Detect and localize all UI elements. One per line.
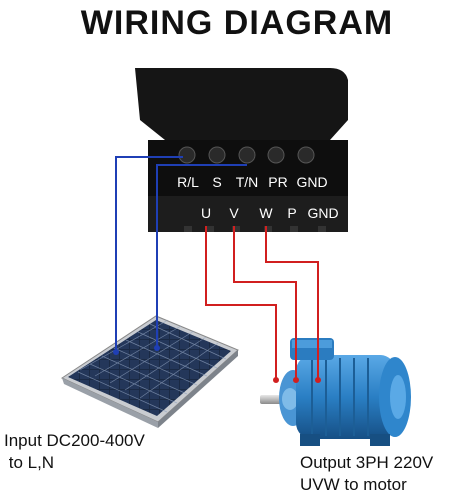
input-note: Input DC200-400V to L,N: [4, 430, 145, 474]
terminal-label-w: W: [259, 205, 273, 221]
output-wires: [205, 226, 319, 380]
output-note: Output 3PH 220V UVW to motor: [300, 452, 433, 496]
terminal-label-rl: R/L: [177, 174, 199, 190]
output-note-line-1: Output 3PH 220V: [300, 453, 434, 472]
terminal-label-gnd-top: GND: [296, 174, 327, 190]
output-connection-point-w: [315, 377, 321, 383]
top-terminal-screws: [178, 146, 315, 164]
input-note-line-1: Input DC200-400V: [4, 431, 145, 450]
solar-panel: [60, 315, 239, 428]
terminal-label-p: P: [287, 205, 296, 221]
terminal-label-pr: PR: [268, 174, 287, 190]
terminal-label-s: S: [212, 174, 221, 190]
motor: [260, 338, 411, 446]
terminal-label-tn: T/N: [236, 174, 259, 190]
input-note-line-2: to L,N: [4, 453, 55, 472]
bottom-terminal-sockets: [184, 226, 326, 232]
input-wires: [115, 156, 247, 352]
terminal-label-v: V: [229, 205, 239, 221]
input-connection-point-l: [113, 349, 119, 355]
terminal-label-u: U: [201, 205, 211, 221]
output-note-line-2: UVW to motor: [300, 475, 407, 494]
output-connection-point-v: [293, 377, 299, 383]
terminal-label-gnd-bottom: GND: [307, 205, 338, 221]
output-connection-point-u: [273, 377, 279, 383]
input-connection-point-n: [154, 345, 160, 351]
diagram-title: WIRING DIAGRAM: [80, 4, 394, 42]
